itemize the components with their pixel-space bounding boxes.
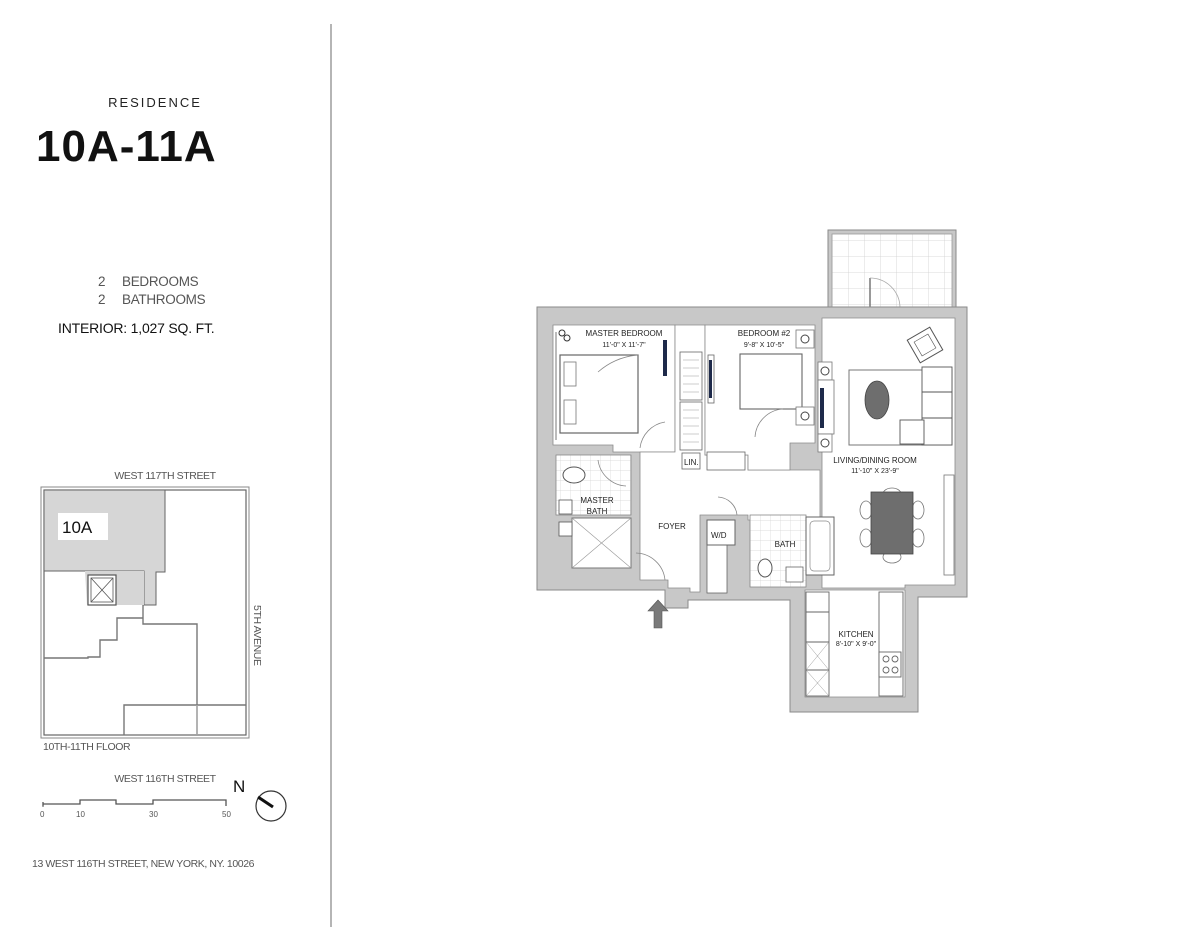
keyplan-diagram: 10A (40, 486, 250, 739)
north-compass-icon: N (233, 777, 287, 822)
doors (597, 354, 666, 581)
linen-label: LIN. (684, 458, 699, 467)
label-kitchen: KITCHEN (838, 630, 873, 639)
sofa (899, 366, 953, 446)
vertical-divider (330, 24, 332, 927)
scale-bar: 0 10 30 50 (40, 799, 231, 819)
balcony (827, 229, 957, 310)
keyplan-street-bottom: WEST 116TH STREET (114, 773, 216, 785)
master-sink-1 (558, 499, 573, 515)
washer-dryer (706, 496, 738, 546)
coffee-table (864, 380, 890, 420)
bedrooms-label: BEDROOMS (122, 274, 199, 289)
living-tv-unit (817, 361, 835, 453)
dining-table (859, 487, 925, 564)
dims-bedroom-2: 9'-8" X 10'-5" (744, 342, 785, 349)
label-master-bath-1: MASTER (580, 496, 614, 505)
compass-n-label: N (233, 777, 245, 796)
keyplan-floor-label: 10TH-11TH FLOOR (43, 741, 131, 753)
building-address: 13 WEST 116TH STREET, NEW YORK, NY. 1002… (32, 858, 255, 870)
kitchen-counters (805, 591, 904, 697)
armchair (906, 326, 944, 364)
master-toilet (562, 466, 586, 484)
label-master-bath-2: BATH (587, 507, 608, 516)
bathrooms-row: 2 BATHROOMS (98, 291, 206, 309)
master-sink-2 (558, 521, 573, 537)
scale-tick-0: 0 (40, 810, 45, 819)
bath-sink (785, 566, 804, 583)
scale-tick-30: 30 (149, 810, 158, 819)
label-bedroom-2: BEDROOM #2 (738, 329, 791, 338)
scale-tick-50: 50 (222, 810, 231, 819)
residence-number: 10A-11A (36, 122, 217, 171)
bath-toilet (757, 558, 773, 578)
bedroom2-bed (739, 329, 815, 438)
bathrooms-label: BATHROOMS (122, 292, 206, 307)
living-window-seat (943, 474, 955, 576)
keyplan-unit-label: 10A (62, 518, 93, 537)
label-living-dining: LIVING/DINING ROOM (833, 456, 917, 465)
bedroom2-tv (709, 360, 712, 398)
dims-living-dining: 11'-10" X 23'-9" (851, 468, 899, 475)
bedrooms-count: 2 (98, 274, 106, 289)
label-bath: BATH (775, 540, 796, 549)
dims-master-bedroom: 11'-0" X 11'-7" (602, 342, 646, 349)
label-master-bedroom: MASTER BEDROOM (586, 329, 663, 338)
residence-label: RESIDENCE (108, 95, 202, 110)
master-bed (555, 329, 639, 440)
wd-label: W/D (711, 531, 727, 540)
keyplan-street-top: WEST 117TH STREET (114, 470, 216, 482)
scale-tick-10: 10 (76, 810, 85, 819)
bathrooms-count: 2 (98, 292, 106, 307)
keyplan-avenue: 5TH AVENUE (251, 605, 263, 666)
interior-area: INTERIOR: 1,027 SQ. FT. (58, 320, 215, 336)
entry-arrow-icon (647, 599, 669, 629)
dims-kitchen: 8'-10" X 9'-0" (836, 641, 877, 648)
bedrooms-row: 2 BEDROOMS (98, 273, 205, 291)
closets (679, 351, 746, 594)
master-shower (571, 517, 632, 569)
floor-plan: LIN. (536, 229, 968, 713)
master-tv (663, 340, 667, 376)
label-foyer: FOYER (658, 522, 686, 531)
